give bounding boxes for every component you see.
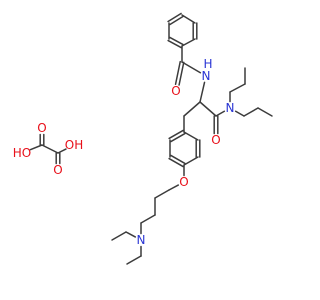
atom-label-h1: H (203, 57, 212, 71)
bond-single-10 (199, 101, 217, 117)
bond-single-18 (257, 107, 273, 117)
atom-label-o8: O (171, 84, 180, 98)
bond-double-0-b (167, 39, 182, 49)
bond-single-36 (126, 255, 142, 265)
bond-single-17 (243, 107, 259, 117)
bond-single-34 (111, 231, 127, 241)
atom-label-o11: O (179, 175, 188, 189)
atom-label-n2: N (226, 101, 235, 115)
bond-single-31 (140, 214, 156, 224)
bond-single-3 (181, 14, 196, 24)
bond-single-29 (154, 189, 170, 199)
bond-double-21 (168, 129, 184, 140)
bond-double-2 (169, 15, 184, 26)
bond-single-16 (234, 110, 245, 117)
bond-double-23 (168, 157, 184, 168)
bond-double-0 (169, 36, 184, 46)
bond-single-26 (183, 131, 199, 141)
bond-single-41 (57, 148, 67, 154)
bond-double-7-b (178, 61, 185, 86)
bond-double-23-b (170, 154, 186, 165)
bond-double-7 (174, 60, 181, 86)
bond-single-5 (181, 38, 196, 47)
bond-single-33 (125, 231, 137, 238)
bond-single-19 (183, 101, 201, 117)
atom-label-oxoh1: HO (13, 146, 31, 160)
bond-single-28 (168, 184, 180, 191)
atom-label-oxo2: O (53, 163, 62, 177)
bond-single-8 (181, 61, 202, 74)
bond-double-21-b (170, 132, 186, 143)
atom-label-n3: N (137, 233, 146, 247)
bond-single-9 (199, 81, 206, 103)
atom-label-n1: N (202, 69, 211, 83)
bond-double-2-b (167, 12, 182, 23)
bond-single-39 (29, 144, 43, 151)
atom-label-oxo1: O (37, 121, 46, 135)
bond-layer (29, 12, 273, 265)
bond-single-12 (215, 110, 226, 117)
atom-label-o10: O (211, 133, 220, 147)
bond-single-37 (41, 144, 59, 154)
bond-single-14 (229, 83, 246, 93)
bond-single-24 (183, 156, 199, 166)
atom-label-oxoh2: OH (65, 138, 83, 152)
